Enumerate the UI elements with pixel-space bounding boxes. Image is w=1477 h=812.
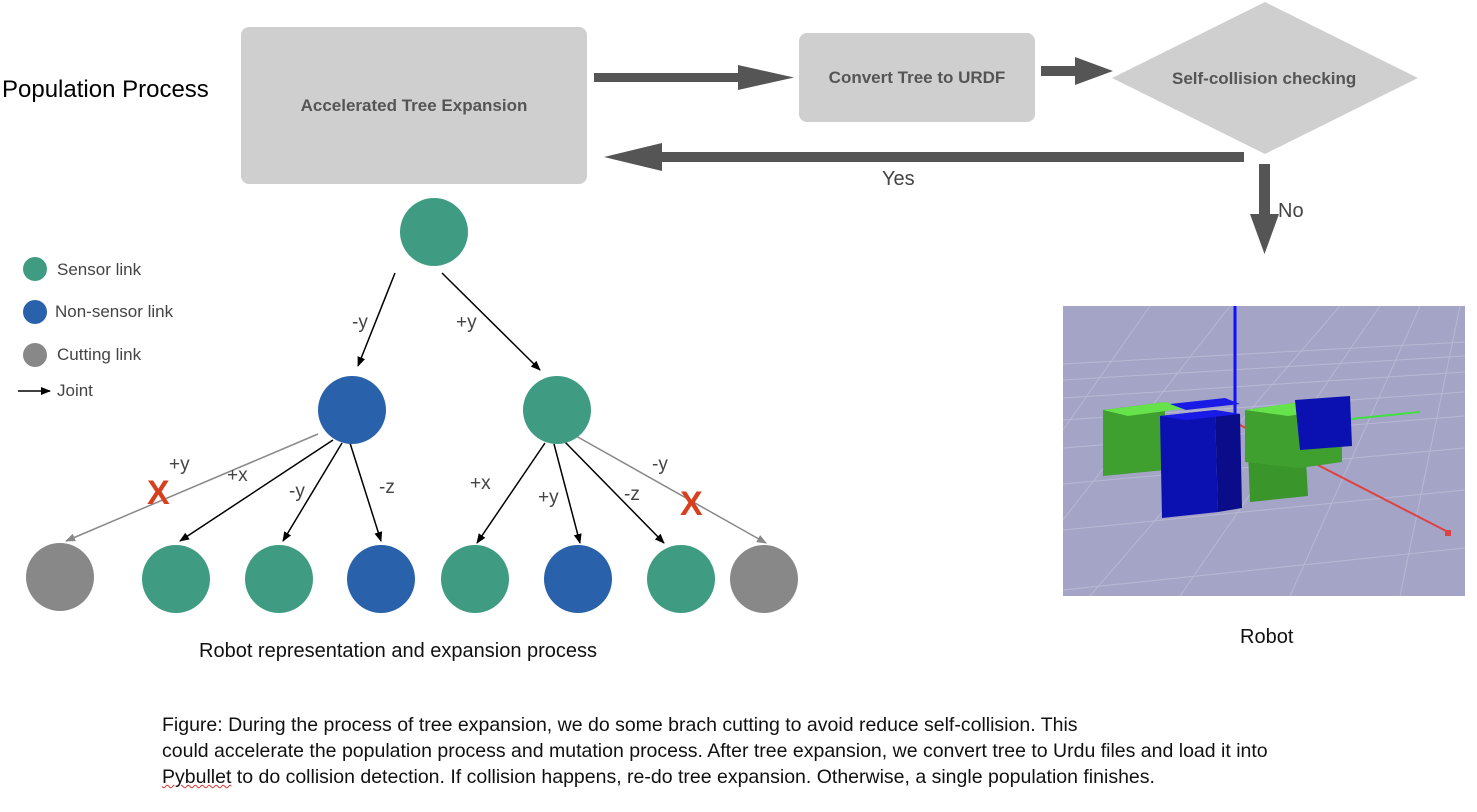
edge-label-root-right: +y	[456, 312, 477, 333]
edge-root-right	[441, 272, 541, 371]
legend-cutting-label: Cutting link	[57, 345, 142, 364]
legend-joint-label: Joint	[57, 381, 93, 400]
leaf-sensor-2	[245, 545, 313, 613]
figure-line-3: Pybullet to do collision detection. If c…	[162, 764, 1402, 790]
edge-right-x	[476, 442, 546, 544]
tree-caption: Robot representation and expansion proce…	[199, 640, 598, 662]
edge-left-y	[282, 442, 343, 542]
accelerated-tree-expansion-label: Accelerated Tree Expansion	[300, 95, 528, 115]
leaf-sensor-3	[441, 545, 509, 613]
edge-label-right-x: +x	[470, 473, 491, 494]
cut-mark-right: X	[680, 485, 703, 523]
edge-label-right-cut: -y	[652, 454, 668, 475]
flow-arrow-box2-to-diamond	[1041, 57, 1113, 85]
leaf-cutting-1	[26, 543, 94, 611]
figure-line-1: Figure: During the process of tree expan…	[162, 714, 1078, 736]
leaf-non-sensor-1	[347, 545, 415, 613]
yes-label: Yes	[882, 168, 915, 190]
edge-right-y	[553, 443, 582, 544]
edge-label-right-z: -z	[624, 484, 640, 505]
convert-tree-to-urdf-box: Convert Tree to URDF	[799, 33, 1035, 122]
edge-root-left	[357, 272, 396, 367]
convert-tree-to-urdf-label: Convert Tree to URDF	[828, 67, 1006, 87]
pybullet-word: Pybullet	[162, 766, 232, 788]
leaf-sensor-1	[142, 545, 210, 613]
edge-left-x	[179, 439, 334, 542]
edge-label-left-z: -z	[379, 477, 395, 498]
edge-label-left-y: -y	[289, 481, 305, 502]
figure-description: Figure: During the process of tree expan…	[162, 712, 1402, 790]
self-collision-checking-label: Self-collision checking	[1172, 69, 1357, 88]
node-root-sensor	[400, 198, 468, 266]
figure-line-2: could accelerate the population process …	[162, 740, 1268, 762]
edge-label-left-x: +x	[227, 465, 248, 486]
node-left-non-sensor	[318, 376, 386, 444]
legend-non-sensor-swatch	[23, 300, 47, 324]
edge-right-z	[563, 440, 665, 544]
legend-cutting-swatch	[23, 343, 47, 367]
leaf-sensor-4	[647, 545, 715, 613]
robot-render	[1062, 305, 1466, 597]
edge-label-root-left: -y	[352, 312, 368, 333]
edge-label-right-y: +y	[538, 487, 559, 508]
no-label: No	[1278, 200, 1304, 222]
figure-line-3-rest: to do collision detection. If collision …	[231, 766, 1155, 788]
legend-sensor-swatch	[23, 257, 47, 281]
edge-left-z	[349, 442, 383, 542]
flow-arrow-box1-to-box2	[594, 65, 794, 90]
node-right-sensor	[523, 376, 591, 444]
accelerated-tree-expansion-box: Accelerated Tree Expansion	[241, 27, 587, 184]
edge-label-left-cut: +y	[169, 454, 190, 475]
leaf-cutting-2	[730, 545, 798, 613]
diagram-title: Population Process	[2, 76, 209, 103]
self-collision-diamond	[1112, 2, 1418, 154]
flow-arrow-yes-back	[604, 143, 1244, 171]
leaf-non-sensor-2	[544, 545, 612, 613]
robot-caption: Robot	[1240, 626, 1294, 648]
flow-arrow-no-down	[1250, 164, 1279, 254]
legend-non-sensor-label: Non-sensor link	[55, 302, 174, 321]
cut-mark-left: X	[147, 474, 170, 512]
edge-right-cut	[575, 435, 767, 544]
edge-left-cut	[65, 433, 319, 542]
legend-sensor-label: Sensor link	[57, 260, 142, 279]
